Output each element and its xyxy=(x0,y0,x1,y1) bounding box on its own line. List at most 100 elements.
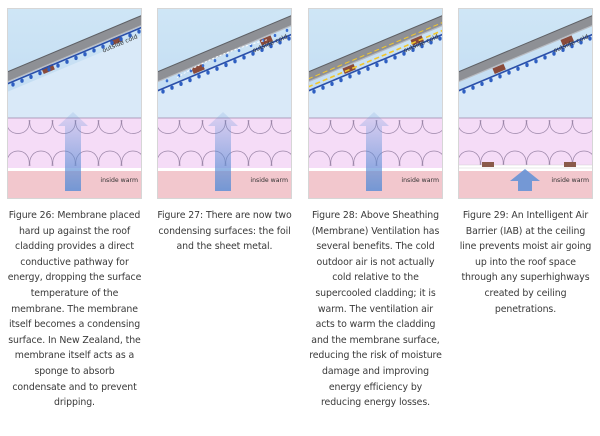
condensation-droplet xyxy=(357,70,361,75)
condensation-droplet xyxy=(312,89,316,94)
condensation-droplet xyxy=(101,44,105,49)
caption-figure-29: Figure 29: An Intelligent Air Barrier (I… xyxy=(459,210,592,315)
condensation-droplet xyxy=(179,81,183,87)
diagram-frame xyxy=(157,8,292,199)
inside-warm-label: inside warm xyxy=(401,177,439,184)
inside-warm-label: inside warm xyxy=(250,177,288,184)
condensation-droplet xyxy=(233,59,237,64)
insulation-loop xyxy=(399,119,423,134)
insulation-loop xyxy=(480,119,504,134)
condensation-droplet xyxy=(170,85,174,90)
cladding-underside xyxy=(7,24,142,83)
condensation-droplet xyxy=(251,51,255,56)
condensation-droplet xyxy=(285,28,289,32)
condensation-droplet xyxy=(278,40,282,45)
inside-warm-label: inside warm xyxy=(551,177,589,184)
condensation-droplet xyxy=(393,55,397,60)
condensation-droplet xyxy=(330,81,334,87)
heat-flow-arrow xyxy=(208,112,238,191)
diagram-frame xyxy=(7,8,142,199)
condensation-droplet xyxy=(561,47,565,53)
intelligent-air-barrier xyxy=(458,164,593,169)
condensation-droplet xyxy=(189,69,193,73)
purlin xyxy=(560,35,574,46)
condensation-droplet xyxy=(188,78,192,83)
condensation-droplet xyxy=(384,59,388,64)
condensation-droplet xyxy=(215,66,219,71)
condensation-droplet xyxy=(128,33,132,38)
roof-space xyxy=(308,35,443,120)
insulation-loop xyxy=(503,119,527,134)
roof-membrane xyxy=(157,33,292,92)
condensation-droplet xyxy=(471,85,475,90)
cladding-edge xyxy=(308,14,443,73)
ceiling-penetration xyxy=(482,162,494,167)
condensation-droplet xyxy=(137,29,141,34)
insulation-loop xyxy=(503,150,527,167)
insulation-loop xyxy=(248,119,272,134)
cladding-edge xyxy=(157,14,292,73)
insulation-loop xyxy=(422,150,443,167)
caption-figure-28: Figure 28: Above Sheathing (Membrane) Ve… xyxy=(309,210,442,409)
cladding-underside xyxy=(308,24,443,83)
condensation-droplet xyxy=(65,59,69,64)
ceiling-penetration xyxy=(564,162,576,167)
ventilation-airflow xyxy=(308,21,443,80)
condensation-droplet xyxy=(225,54,229,58)
caption-figure-26: Figure 26: Membrane placed hard up again… xyxy=(7,210,142,409)
condensation-droplet xyxy=(570,44,574,49)
condensation-droplet xyxy=(56,63,60,68)
insulation-loop xyxy=(399,150,423,167)
insulation-loop xyxy=(98,119,122,134)
condensation-droplet xyxy=(339,78,343,83)
condensation-droplet xyxy=(366,66,370,71)
condensation-droplet xyxy=(20,78,24,83)
condensation-droplet xyxy=(348,74,352,79)
insulation-loop xyxy=(572,119,593,134)
condensation-droplet xyxy=(38,71,42,76)
condensation-droplet xyxy=(269,44,273,49)
heat-flow-arrow xyxy=(58,112,88,191)
caption-figure-27: Figure 27: There are now two condensing … xyxy=(157,210,292,253)
insulation-loop xyxy=(330,119,354,134)
inside-warm-label: inside warm xyxy=(100,177,138,184)
insulation-loop xyxy=(480,150,504,167)
condensation-droplet xyxy=(552,51,556,56)
ventilation-airflow xyxy=(308,29,443,88)
condensation-droplet xyxy=(110,40,114,46)
condensation-droplet xyxy=(224,62,228,68)
insulation-loop xyxy=(549,150,573,167)
heat-flow-arrow xyxy=(359,112,389,191)
cladding-edge xyxy=(458,14,593,73)
roof-membrane xyxy=(7,26,142,85)
insulation-loop xyxy=(179,150,203,167)
condensation-droplet xyxy=(92,48,96,53)
roof-cladding xyxy=(7,15,142,82)
air-gap-path xyxy=(176,39,268,79)
condensation-droplet xyxy=(321,85,325,90)
condensation-droplet xyxy=(201,64,205,68)
purlin xyxy=(191,63,205,75)
insulation-loop xyxy=(271,150,292,167)
cladding-underside xyxy=(458,24,593,83)
roof-cladding xyxy=(157,15,292,82)
condensation-droplet xyxy=(588,36,592,41)
condensation-droplet xyxy=(525,62,529,68)
condensation-droplet xyxy=(83,52,87,57)
condensation-droplet xyxy=(420,44,424,49)
condensation-droplet xyxy=(47,67,51,72)
insulation-loop xyxy=(422,119,443,134)
condensation-droplet xyxy=(165,79,169,83)
condensation-droplet xyxy=(119,37,123,42)
diagram-frame xyxy=(458,8,593,199)
condensation-droplet xyxy=(206,70,210,75)
insulation-loop xyxy=(29,119,53,134)
condensation-droplet xyxy=(11,82,15,87)
insulation-loop xyxy=(526,119,550,134)
